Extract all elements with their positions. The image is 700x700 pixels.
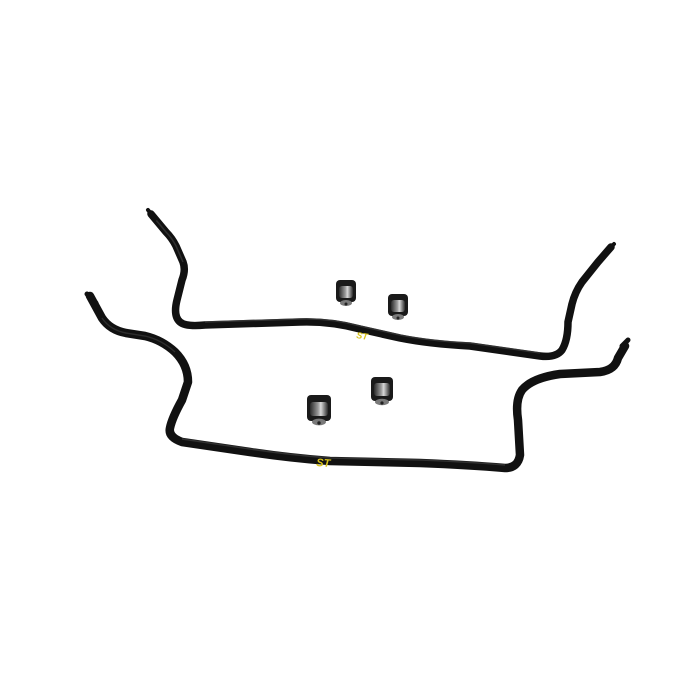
rear-sway-bar: ST <box>146 208 616 361</box>
rear-bar-logo: ST <box>356 330 370 342</box>
bushing-bracket-4 <box>307 395 331 426</box>
front-bar-logo: ST <box>316 457 332 470</box>
front-sway-bar: ST <box>84 291 631 473</box>
bushing-bracket-3 <box>371 377 393 406</box>
bushing-bracket-2 <box>388 294 408 320</box>
bushing-bracket-1 <box>336 280 356 306</box>
